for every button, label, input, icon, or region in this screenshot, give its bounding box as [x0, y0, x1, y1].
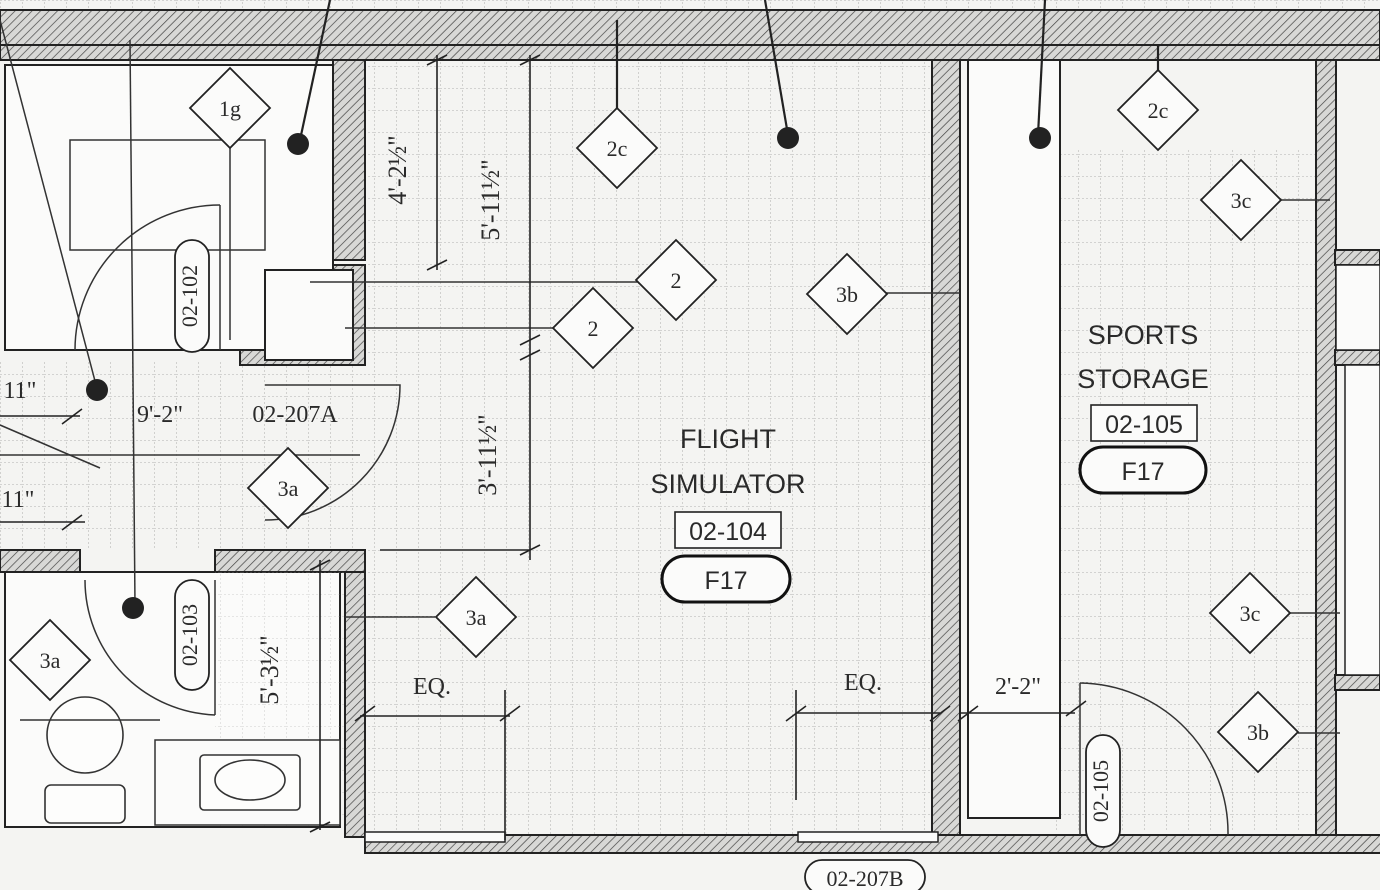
keynote-1g-label: 1g — [219, 96, 241, 121]
door-tag-02-207B-label: 02-207B — [827, 866, 904, 890]
room-name-line1: SPORTS — [1088, 320, 1199, 350]
dimension-2-2: 2'-2" — [995, 674, 1041, 700]
room-name-line2: STORAGE — [1077, 364, 1209, 394]
keynote-3c-upper: 3c — [1199, 158, 1283, 242]
dimension-5-3-half: 5'-3½" — [255, 635, 284, 704]
room-name-line2: SIMULATOR — [650, 469, 805, 499]
door-tag-02-102: 02-102 — [174, 239, 210, 353]
sink-fixture — [199, 754, 301, 811]
keynote-3c-upper-label: 3c — [1231, 188, 1252, 213]
dimension-3-11-half: 3'-11½" — [473, 414, 502, 496]
keynote-3a-toilet-label: 3a — [40, 648, 61, 673]
adjacent-room-fixture — [1335, 264, 1380, 351]
door-tag-02-102-label: 02-102 — [177, 265, 202, 327]
keynote-3a-simulator-label: 3a — [466, 605, 487, 630]
keynote-2c-storage: 2c — [1116, 68, 1200, 152]
light-dot — [777, 127, 799, 149]
room-label-sports-storage: SPORTS STORAGE 02-105 F17 — [1077, 320, 1209, 495]
keynote-3b-storage: 3b — [1216, 690, 1300, 774]
room-name-line1: FLIGHT — [680, 424, 776, 454]
light-dot — [287, 133, 309, 155]
keynote-3a-simulator: 3a — [434, 575, 518, 659]
room-finish-tag: F17 — [1121, 458, 1164, 486]
keynote-3a-toilet: 3a — [8, 618, 92, 702]
keynote-2-lower-label: 2 — [588, 316, 599, 341]
room-finish-tag: F17 — [704, 567, 747, 595]
leader-lines — [0, 0, 1340, 734]
light-dot — [1029, 127, 1051, 149]
dimension-eq-left: EQ. — [413, 674, 451, 700]
keynote-1g: 1g — [188, 66, 272, 150]
keynote-3c-lower-label: 3c — [1240, 601, 1261, 626]
dimension-11-top: 11" — [4, 378, 37, 404]
room-label-flight-simulator: FLIGHT SIMULATOR 02-104 F17 — [650, 424, 806, 604]
dimension-4-2-half: 4'-2½" — [383, 135, 412, 204]
keynote-2c-simulator: 2c — [575, 106, 659, 190]
light-dot — [86, 379, 108, 401]
keynote-3b-simulator: 3b — [805, 252, 889, 336]
bottom-openings — [364, 831, 939, 843]
dimension-5-11-half-top: 5'-11½" — [476, 159, 505, 241]
keynote-2-upper-label: 2 — [671, 268, 682, 293]
door-tag-02-105-label: 02-105 — [1088, 760, 1113, 822]
dimension-lines — [0, 54, 1087, 840]
light-dot — [122, 597, 144, 619]
dimension-9-2: 9'-2" — [137, 402, 183, 428]
door-tag-02-103-label: 02-103 — [177, 604, 202, 666]
dimension-11-bottom: 11" — [2, 487, 35, 513]
keynote-3a-corridor: 3a — [246, 446, 330, 530]
adjacent-room-fixture-2 — [1344, 364, 1380, 676]
keynote-2-lower: 2 — [551, 286, 635, 370]
keynote-3c-lower: 3c — [1208, 571, 1292, 655]
upper-left-room — [4, 64, 354, 361]
keynote-2c-storage-label: 2c — [1148, 98, 1169, 123]
keynote-3b-simulator-label: 3b — [836, 282, 858, 307]
door-tag-02-105: 02-105 — [1085, 734, 1121, 848]
room-number: 02-104 — [689, 518, 767, 546]
exterior-wall — [0, 9, 1380, 61]
keynote-3a-corridor-label: 3a — [278, 476, 299, 501]
room-number: 02-105 — [1105, 411, 1183, 439]
door-tag-02-207A: 02-207A — [252, 402, 338, 428]
storage-shelving — [967, 59, 1061, 819]
keynote-2-upper: 2 — [634, 238, 718, 322]
keynote-3b-storage-label: 3b — [1247, 720, 1269, 745]
keynote-2c-simulator-label: 2c — [607, 136, 628, 161]
ceiling-grid-flight-simulator — [365, 60, 935, 835]
door-tag-02-103: 02-103 — [174, 579, 210, 691]
toilet-fixture — [44, 696, 126, 824]
dimension-eq-right: EQ. — [844, 670, 882, 696]
light-fixture-dots — [86, 127, 1051, 619]
door-tag-02-207B: 02-207B — [804, 859, 926, 890]
